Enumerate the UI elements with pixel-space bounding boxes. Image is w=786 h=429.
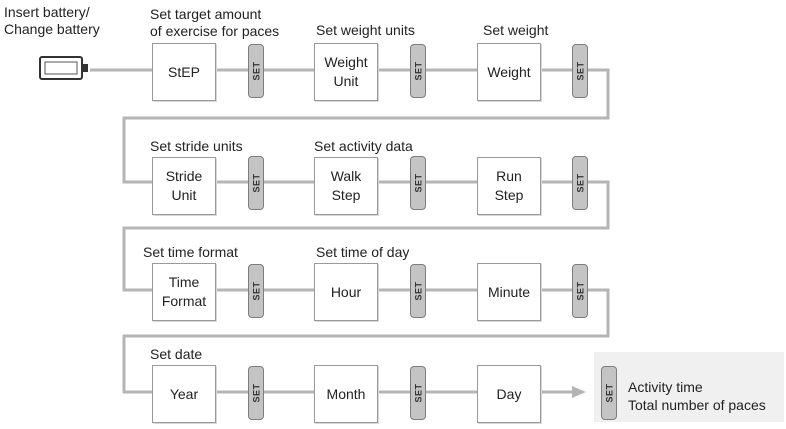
set-button: SET (248, 366, 264, 420)
result-panel (594, 352, 784, 422)
step-box-weight: Weight (477, 43, 541, 101)
set-button: SET (248, 44, 264, 98)
set-button: SET (410, 264, 426, 318)
step-box-year: Year (152, 365, 216, 423)
step-title-target: Set target amount of exercise for paces (150, 6, 280, 39)
set-button: SET (248, 264, 264, 318)
set-button: SET (572, 44, 588, 98)
set-button: SET (410, 366, 426, 420)
step-box-month: Month (314, 365, 378, 423)
step-box-weight-unit: Weight Unit (314, 43, 378, 101)
set-button: SET (410, 156, 426, 210)
step-box-run-step: Run Step (477, 157, 541, 215)
step-title-weight-units: Set weight units (316, 22, 415, 38)
set-button: SET (410, 44, 426, 98)
step-box-hour: Hour (314, 263, 378, 321)
set-button: SET (248, 156, 264, 210)
step-title-activity-data: Set activity data (314, 138, 413, 154)
step-title-date: Set date (150, 346, 203, 362)
step-title-time-format: Set time format (143, 244, 238, 260)
step-title-stride-units: Set stride units (150, 138, 243, 154)
set-button: SET (572, 156, 588, 210)
step-box-minute: Minute (477, 263, 541, 321)
set-button: SET (572, 264, 588, 318)
step-title-time-of-day: Set time of day (316, 244, 410, 260)
arrow-head (572, 386, 586, 398)
step-box-stride-unit: Stride Unit (152, 157, 216, 215)
step-title-weight: Set weight (483, 22, 549, 38)
step-box-time-format: Time Format (152, 263, 216, 321)
set-button: SET (601, 366, 617, 420)
battery-icon (39, 56, 88, 80)
start-label: Insert battery/ Change battery (4, 4, 100, 37)
result-text: Activity time Total number of paces (628, 379, 766, 413)
step-box-step: StEP (152, 43, 216, 101)
step-box-walk-step: Walk Step (314, 157, 378, 215)
step-box-day: Day (477, 365, 541, 423)
